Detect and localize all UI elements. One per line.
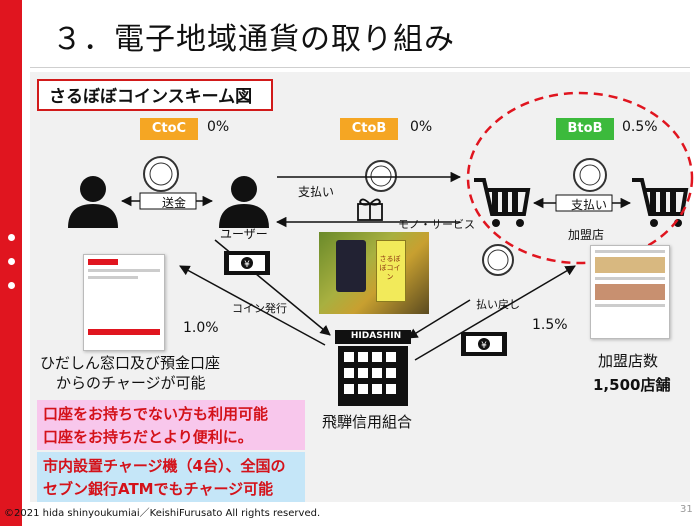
scheme-title: さるぼぼコインスキーム図	[37, 79, 273, 111]
charge-machine-note-line1: 市内設置チャージ機（4台）、全国の	[43, 457, 286, 475]
slide-nav-dot[interactable]	[8, 258, 15, 265]
page-number: 31	[680, 504, 693, 515]
yen-note-icon: ¥	[461, 332, 507, 356]
bank-building-icon	[335, 330, 411, 406]
charge-machine-note-line2: セブン銀行ATMでもチャージ可能	[43, 480, 274, 498]
btob-highlight-circle	[466, 91, 694, 265]
store-count-value: 1,500店舗	[593, 376, 671, 394]
merchant-label: 加盟店	[568, 228, 605, 242]
person-icon	[68, 176, 118, 228]
app-screenshot	[83, 254, 165, 351]
smartphone-image	[336, 240, 366, 292]
bank-sign: HIDASHIN	[350, 331, 402, 341]
coin-issue-label: コイン発行	[232, 302, 287, 315]
svg-text:¥: ¥	[481, 341, 487, 351]
user-label: ユーザー	[220, 227, 268, 241]
merchant-app-screenshot	[590, 245, 670, 339]
account-note-line1: 口座をお持ちでない方も利用可能	[43, 405, 269, 423]
ctoc-rate: 0%	[207, 119, 230, 135]
poster-text: さるぼぼコイン	[379, 255, 401, 281]
slide-nav-dot[interactable]	[8, 282, 15, 289]
payment-label: 支払い	[298, 185, 335, 199]
btob-tag: BtoB	[556, 118, 614, 140]
coin-issue-rate: 1.0%	[183, 320, 219, 336]
merchant-to-bank-arrow	[414, 265, 576, 361]
title-divider	[30, 67, 690, 68]
refund-rate: 1.5%	[532, 317, 568, 333]
coin-icon	[143, 156, 607, 276]
store-count-label: 加盟店数	[598, 352, 659, 370]
btob-rate: 0.5%	[622, 119, 658, 135]
person-icon	[219, 176, 269, 228]
shopping-cart-icon	[474, 178, 531, 227]
coin-issue-arrow	[179, 265, 326, 346]
account-note-line2: 口座をお持ちだとより便利に。	[43, 428, 253, 446]
gift-icon	[357, 198, 383, 221]
send-label-box	[139, 192, 197, 210]
charge-info-line2: からのチャージが可能	[56, 374, 206, 392]
ctob-rate: 0%	[410, 119, 433, 135]
bank-name: 飛騨信用組合	[322, 413, 413, 431]
copyright-footer: ©2021 hida shinyoukumiai／KeishiFurusato …	[4, 508, 321, 519]
slide-title: ３．電子地域通貨の取り組み	[52, 22, 455, 57]
account-note-box: 口座をお持ちでない方も利用可能 口座をお持ちだとより便利に。	[37, 400, 305, 450]
goods-services-label: モノ・サービス	[398, 218, 475, 231]
refund-arrow	[407, 299, 471, 339]
btob-payment-label: 支払い	[570, 198, 607, 212]
slide-nav-dot[interactable]	[8, 234, 15, 241]
yen-note-icon: ¥	[224, 251, 270, 275]
charge-machine-note-box: 市内設置チャージ機（4台）、全国の セブン銀行ATMでもチャージ可能	[37, 452, 305, 502]
send-money-label: 送金	[161, 196, 186, 210]
btob-label-box	[555, 194, 613, 212]
refund-label: 払い戻し	[476, 298, 520, 311]
ctoc-tag: CtoC	[140, 118, 198, 140]
coin-poster	[376, 240, 406, 302]
svg-text:¥: ¥	[244, 260, 250, 270]
charge-info-line1: ひだしん窓口及び預金口座	[40, 354, 221, 372]
ctob-tag: CtoB	[340, 118, 398, 140]
